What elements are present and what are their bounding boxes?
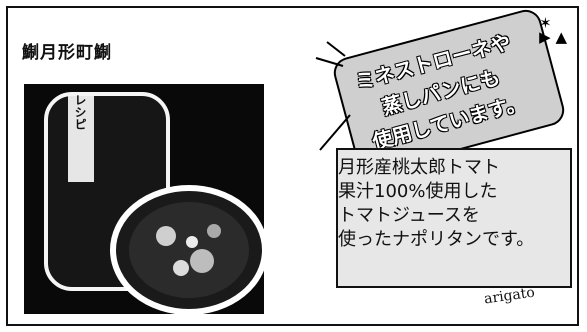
sparkle-icon: ✶▶ ▲ [539, 14, 567, 46]
description-text: 月形産桃太郎トマト 果汁100%使用した トマトジュースを 使ったナポリタンです… [338, 157, 535, 250]
page-title: 鯯月形町鯯 [22, 43, 112, 63]
food-photo: レシピ [24, 84, 264, 314]
photo-label: レシピ [73, 94, 87, 130]
label-strip [68, 96, 94, 182]
description-box: 月形産桃太郎トマト 果汁100%使用した トマトジュースを 使ったナポリタンです… [336, 148, 572, 288]
frame [6, 6, 579, 326]
dish-illustration [24, 84, 264, 314]
